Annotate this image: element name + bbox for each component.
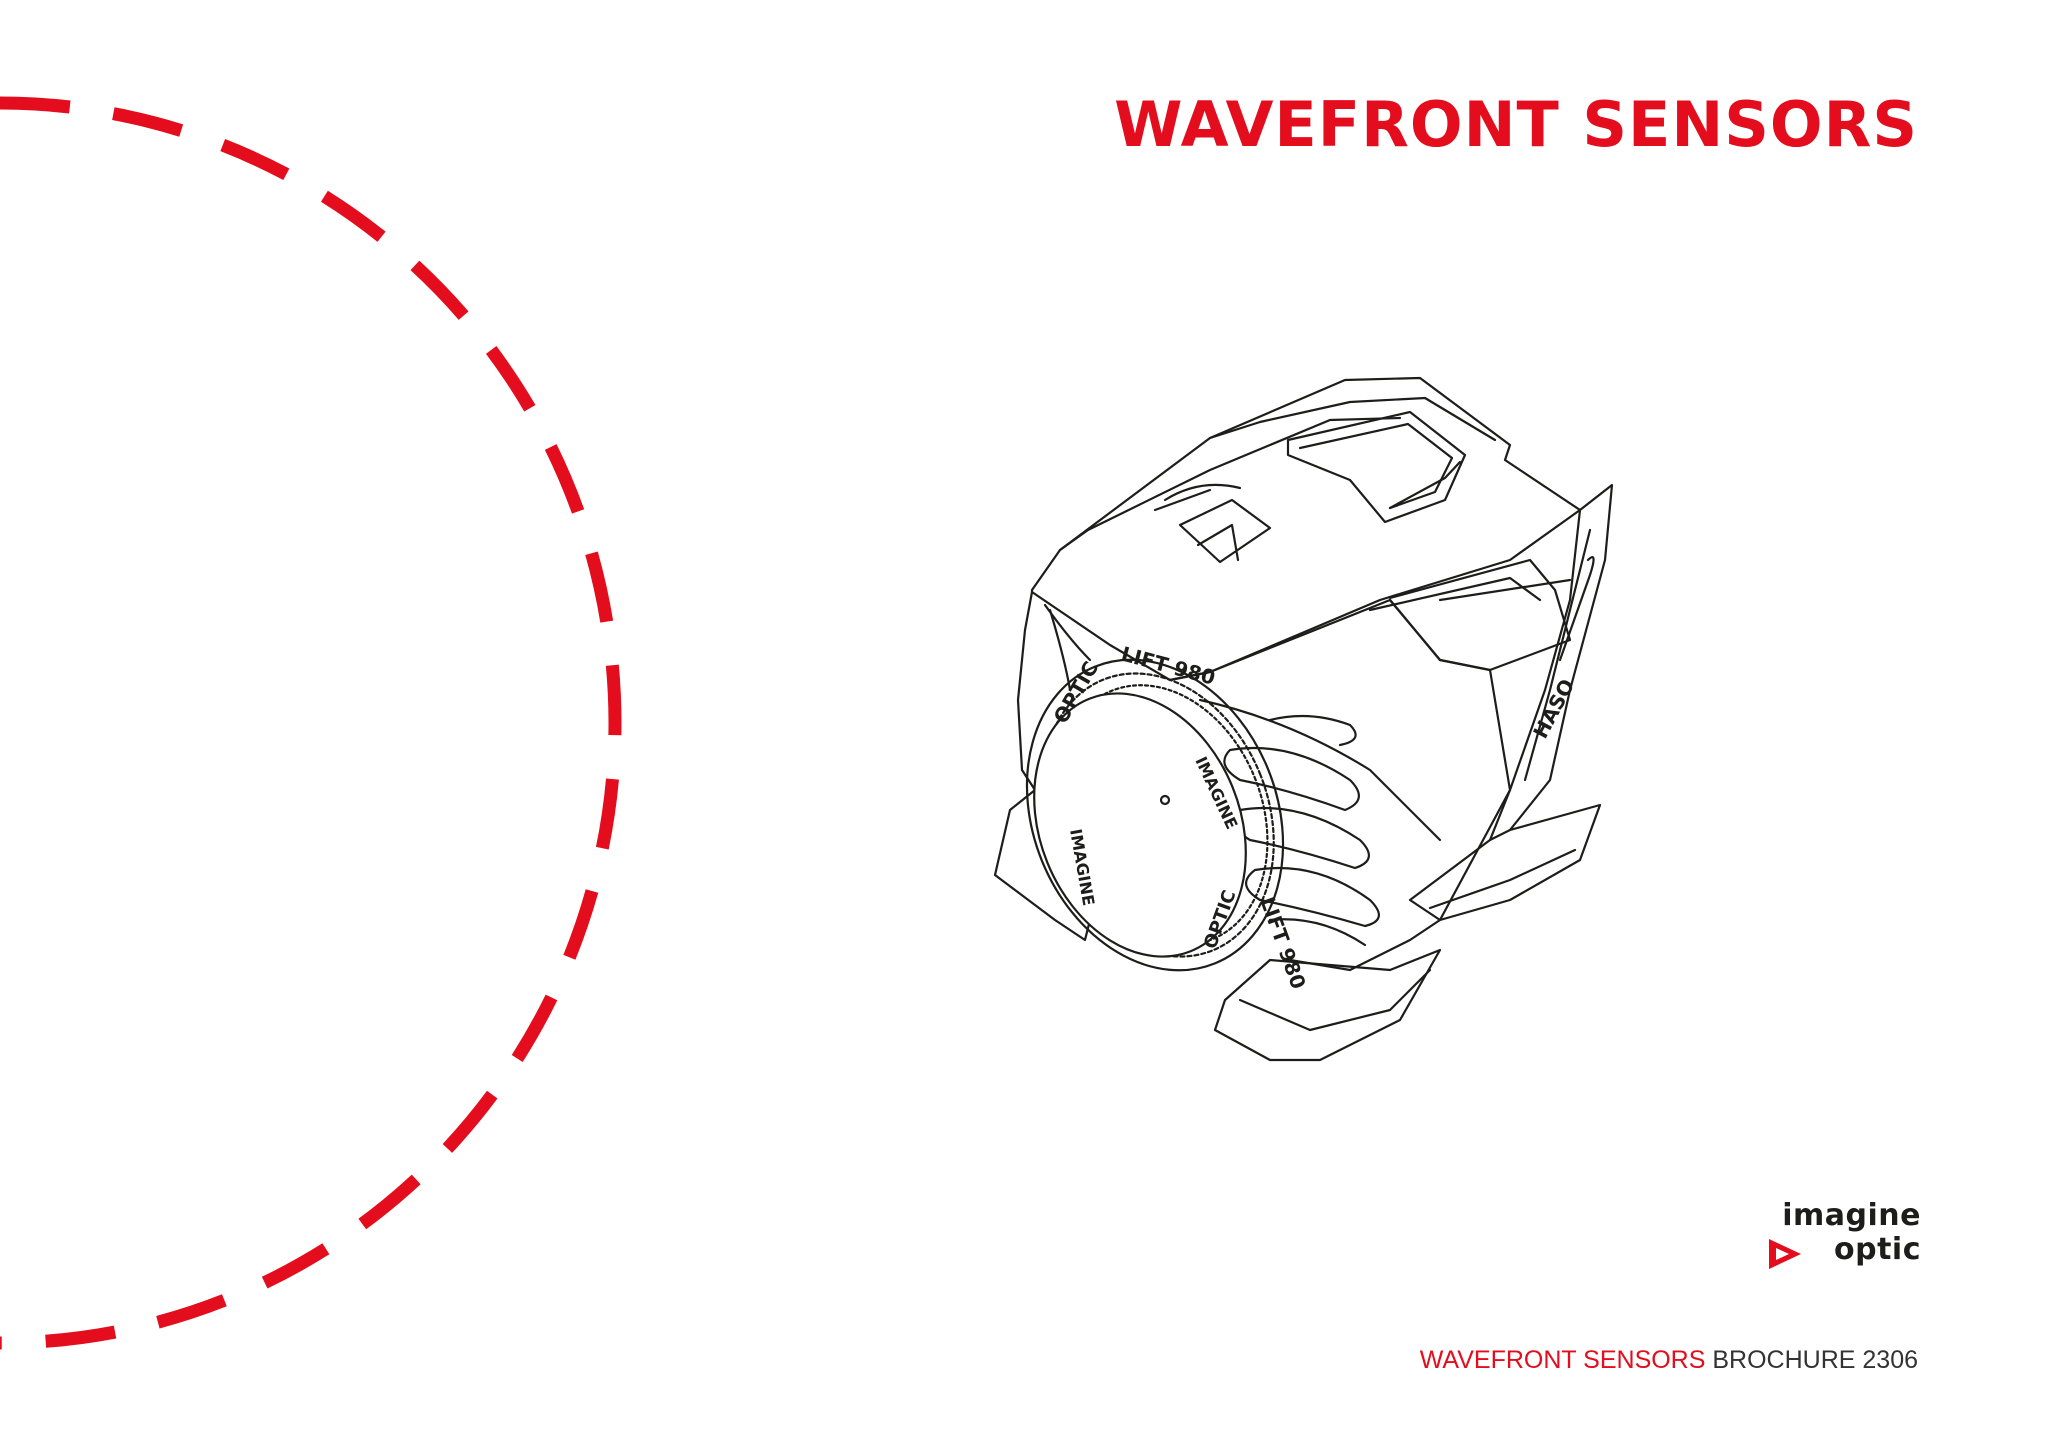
footer-highlight: WAVEFRONT SENSORS xyxy=(1419,1346,1706,1374)
page-title: WAVEFRONT SENSORS xyxy=(1114,88,1918,161)
svg-text:LIFT 980: LIFT 980 xyxy=(1119,642,1218,690)
wavefront-sensor-illustration: OPTIC LIFT 980 LIFT 980 IMAGINE IMAGINE … xyxy=(993,376,1614,1062)
logo-arrow-icon xyxy=(1769,1239,1801,1269)
dashed-arc-decoration xyxy=(0,96,622,1350)
footer-rest: BROCHURE 2306 xyxy=(1705,1346,1918,1374)
footer-caption: WAVEFRONT SENSORS BROCHURE 2306 xyxy=(1420,1346,1918,1375)
svg-text:HASO: HASO xyxy=(1528,675,1579,742)
logo-line-1: imagine xyxy=(1782,1198,1921,1233)
imagine-optic-logo: imagine optic xyxy=(1765,1200,1921,1272)
logo-line-2: optic xyxy=(1834,1232,1921,1267)
